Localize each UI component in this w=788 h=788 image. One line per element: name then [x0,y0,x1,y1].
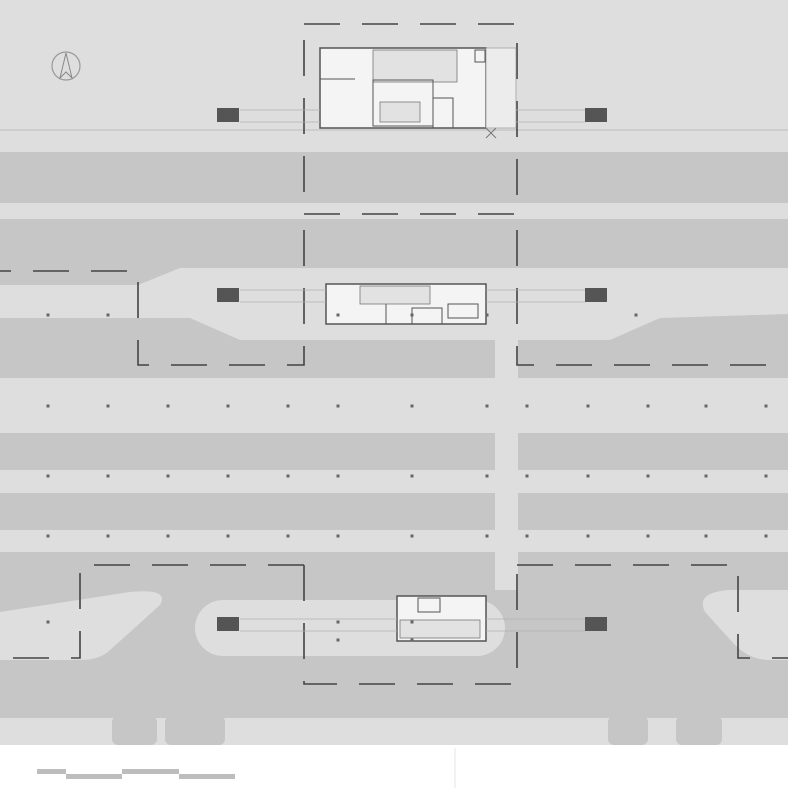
column-marker [106,534,110,538]
column-marker [646,534,650,538]
column-marker [410,620,414,624]
column-marker [704,474,708,478]
road-band-3b [518,433,788,470]
column-marker [525,404,529,408]
road-band-4b [518,493,788,530]
column-marker [336,404,340,408]
column-marker [410,534,414,538]
median-strip-left [0,203,616,219]
road-band-5b [495,590,518,718]
island-right [702,590,788,660]
platform-block [585,617,607,631]
column-marker [166,534,170,538]
column-marker [764,404,768,408]
column-marker [46,313,50,317]
platform-block [217,288,239,302]
column-marker [586,404,590,408]
column-marker [166,404,170,408]
platform-block [585,288,607,302]
road-band-1 [0,152,788,203]
sidewalk-band-3 [0,530,788,552]
column-marker [485,474,489,478]
column-marker [336,620,340,624]
column-marker [704,404,708,408]
title-strip [0,745,788,788]
column-marker [525,474,529,478]
column-marker [46,620,50,624]
column-marker [166,474,170,478]
sidewalk-band-2 [0,470,788,493]
column-marker [46,534,50,538]
column-marker [586,474,590,478]
column-marker [336,534,340,538]
station-building-middle [325,283,487,325]
bottom-road-gaps [112,716,722,745]
sidewalk-band-1 [0,378,788,433]
column-marker [226,404,230,408]
column-marker [485,404,489,408]
station-building-top [319,47,517,139]
island-left [0,591,162,660]
column-marker [336,313,340,317]
column-marker [704,534,708,538]
column-marker [106,313,110,317]
column-marker [410,474,414,478]
column-marker [764,534,768,538]
median-strip-right [623,203,788,219]
platform-block [217,108,239,122]
station-building-bottom [396,595,487,642]
column-marker [336,474,340,478]
column-marker [106,474,110,478]
column-marker [764,474,768,478]
column-marker [410,638,414,642]
column-marker [106,404,110,408]
scale-bar [37,769,235,779]
track-lines [240,109,585,632]
column-marker [286,534,290,538]
column-marker [286,474,290,478]
platform-block [217,617,239,631]
road-band-4 [0,493,495,530]
column-marker [634,313,638,317]
column-marker [485,313,489,317]
column-marker [226,474,230,478]
column-marker [410,404,414,408]
column-marker [336,638,340,642]
column-marker [525,534,529,538]
column-marker [286,404,290,408]
column-marker [646,474,650,478]
dashed-outlines [0,23,788,685]
platform-block [585,108,607,122]
column-marker [485,534,489,538]
column-marker [410,313,414,317]
pedestrian-crossing [495,340,518,590]
north-arrow-icon [51,51,81,81]
column-marker [586,534,590,538]
column-marker [46,404,50,408]
column-marker [646,404,650,408]
road-band-3 [0,433,495,470]
column-marker [46,474,50,478]
column-marker [226,534,230,538]
